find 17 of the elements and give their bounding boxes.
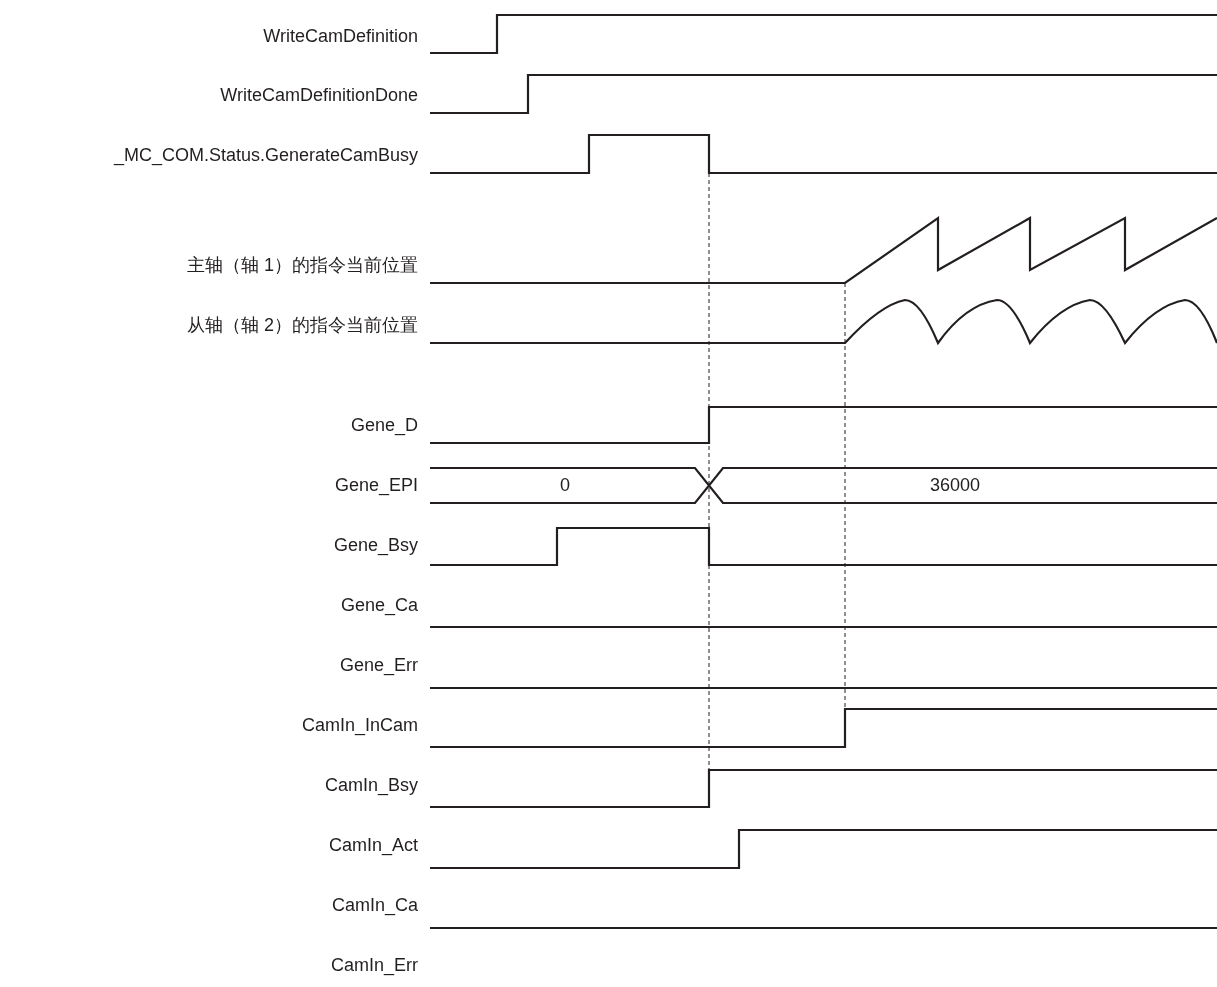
signal-name: _MC_COM.Status.GenerateCamBusy xyxy=(113,144,418,166)
signal-name: Gene_EPI xyxy=(334,474,418,496)
signal-name: CamIn_InCam xyxy=(301,714,418,736)
signal-name: WriteCamDefinitionDone xyxy=(220,84,418,106)
signal-value: 0 xyxy=(560,474,570,496)
signal-name: 主轴（轴 1）的指令当前位置 xyxy=(187,254,418,276)
signal-name: CamIn_Err xyxy=(330,954,418,976)
signal-name: Gene_Ca xyxy=(340,594,418,616)
signal-value: 36000 xyxy=(929,474,981,496)
signal-name: WriteCamDefinition xyxy=(263,25,418,47)
signal-name: CamIn_Ca xyxy=(331,894,418,916)
signal-name: Gene_D xyxy=(350,414,418,436)
signal-name: CamIn_Act xyxy=(328,834,418,856)
signal-name: 从轴（轴 2）的指令当前位置 xyxy=(187,314,418,336)
signal-name: Gene_Err xyxy=(339,654,418,676)
signal-name: Gene_Bsy xyxy=(333,534,418,556)
signal-name: CamIn_Bsy xyxy=(324,774,418,796)
